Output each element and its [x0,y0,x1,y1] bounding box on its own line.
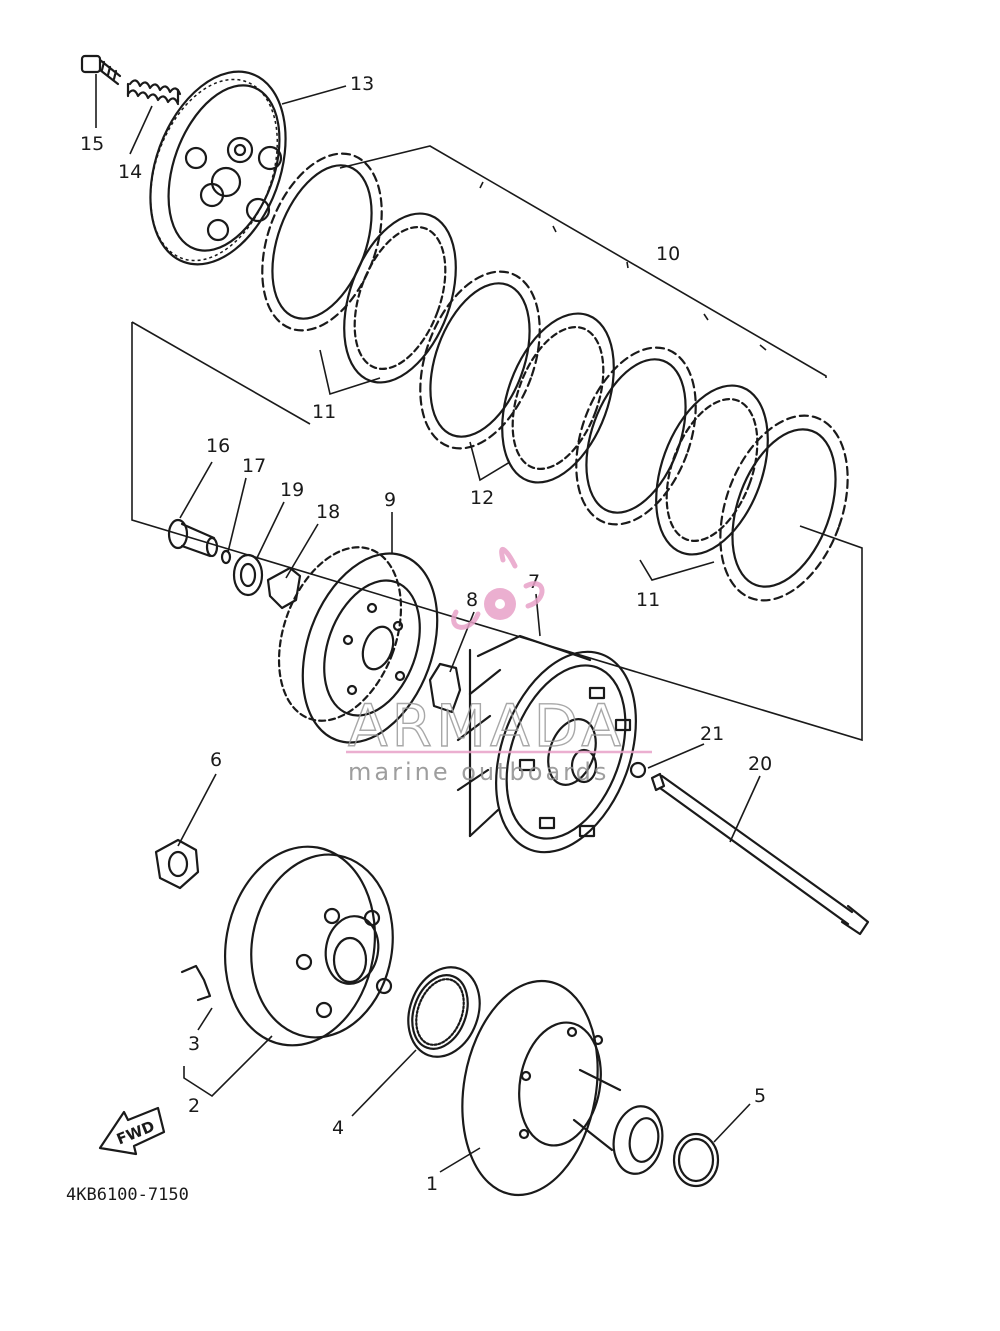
bracket-10 [339,145,827,378]
one-way-clutch [223,845,394,1047]
nut [154,838,200,890]
callout-2: 2 [188,1095,200,1117]
leader-1 [439,1147,481,1173]
leader-21 [647,743,705,769]
leader-2 [183,1035,273,1098]
callout-14: 14 [118,161,142,183]
callout-16: 16 [206,435,230,457]
spring-pin [180,964,212,1002]
bracket-12 [469,441,511,482]
steel-ball [629,761,647,779]
bolt [80,54,122,86]
callout-20: 20 [748,753,772,775]
leader-14 [129,105,153,155]
watermark-logo-icon [451,546,545,630]
push-rod-small [167,518,219,558]
callout-6: 6 [210,749,222,771]
drawing-code: 4KB6100-7150 [66,1185,189,1205]
callout-10: 10 [656,243,680,265]
friction-plates [261,152,849,602]
leader-13 [281,85,347,105]
assembly-frame [131,322,863,742]
push-rod-long [650,772,870,936]
one-way-bearing [407,966,481,1058]
o-ring [672,1132,720,1188]
callout-8: 8 [466,589,478,611]
callout-12: 12 [470,487,494,509]
leader-19 [255,501,285,561]
ball [220,549,232,565]
clutch-spring [126,79,182,106]
thrust-washer [428,662,462,714]
leader-20 [729,775,761,843]
leader-18 [285,523,319,579]
callout-19: 19 [280,479,304,501]
clutch-boss [456,634,637,854]
callout-15: 15 [80,133,104,155]
callout-13: 13 [350,73,374,95]
callout-3: 3 [188,1033,200,1055]
leader-3 [197,1007,213,1031]
callout-11-bottom: 11 [636,589,660,611]
callout-17: 17 [242,455,266,477]
primary-driven-gear [277,546,439,744]
bracket-10-ticks [479,181,767,351]
callout-9: 9 [384,489,396,511]
watermark: ARMADA marine outboards [346,546,652,786]
fwd-label: FWD [114,1117,157,1148]
callout-18: 18 [316,501,340,523]
bracket-11a [319,349,381,396]
assembly-frame-top [131,321,311,425]
leader-17 [227,477,247,553]
watermark-brand: ARMADA [348,692,625,760]
callout-11-top: 11 [312,401,336,423]
watermark-tagline: marine outboards [348,758,609,786]
leader-16 [179,461,213,519]
callout-21: 21 [700,723,724,745]
bearing [232,553,264,597]
clutch-plates [343,212,769,556]
callout-1: 1 [426,1173,438,1195]
primary-drive-gear [461,979,664,1197]
callout-5: 5 [754,1085,766,1107]
leader-4 [351,1049,417,1117]
fwd-arrow [98,1106,166,1156]
lock-washer [266,566,302,610]
pressure-plate [149,70,287,266]
leader-6 [177,773,217,847]
leader-5 [713,1103,751,1143]
callout-4: 4 [332,1117,344,1139]
bracket-11b [639,559,715,581]
